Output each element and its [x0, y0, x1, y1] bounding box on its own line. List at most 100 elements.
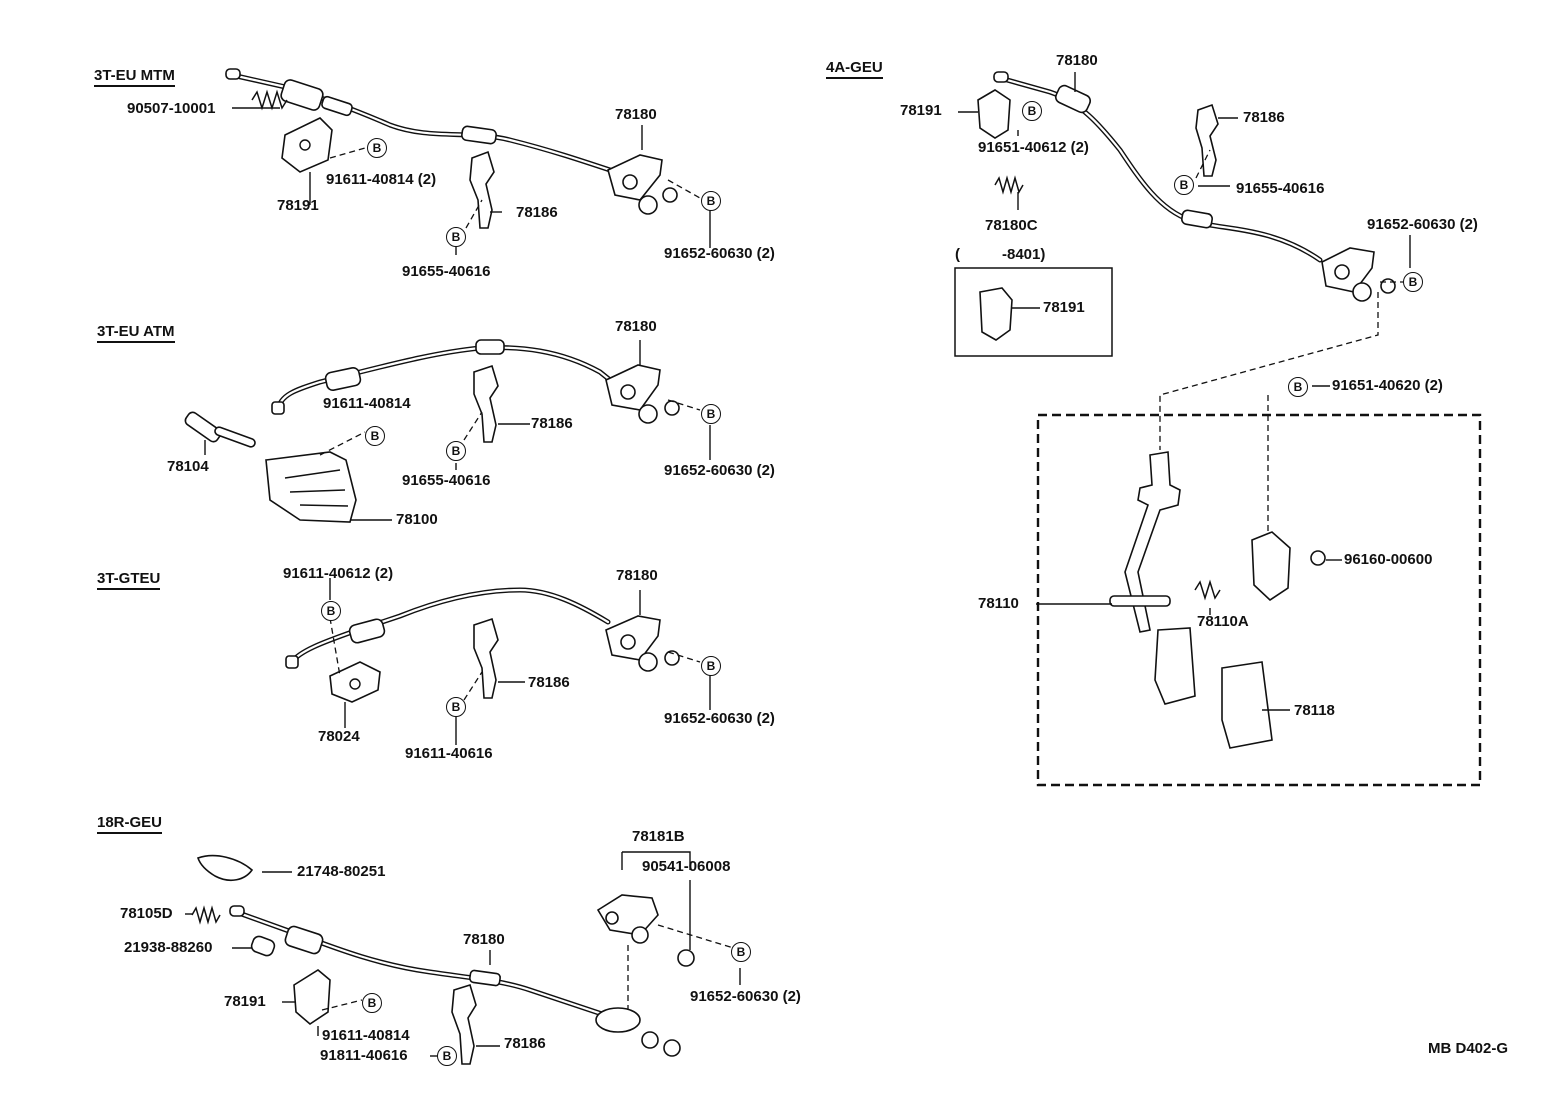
part-label: 78105D	[120, 905, 173, 922]
bracket-78024	[329, 661, 381, 703]
throttle-link-gteu	[605, 615, 680, 672]
bolt-badge: B	[731, 942, 751, 962]
bushing-21938-88260	[250, 935, 276, 957]
part-label: 91611-40616	[405, 745, 493, 762]
part-label: (	[955, 246, 960, 263]
part-label: 78191	[900, 102, 942, 119]
spring-78105d	[191, 905, 221, 925]
part-label: 91611-40814	[322, 1027, 410, 1044]
stopper-96160	[1251, 531, 1291, 602]
bolt-badge: B	[1022, 101, 1042, 121]
part-label: 78186	[528, 674, 570, 691]
bracket-78191-mtm	[281, 117, 333, 173]
throttle-link-atm	[605, 364, 680, 424]
part-label: 78186	[516, 204, 558, 221]
part-label: 78191	[224, 993, 266, 1010]
bolt-badge: B	[446, 697, 466, 717]
spring-90507-10001	[251, 89, 288, 111]
assembly-18r-geu	[185, 851, 741, 1065]
section-title-3t-eu-atm: 3T-EU ATM	[97, 324, 175, 343]
assembly-4a-geu	[954, 71, 1482, 787]
part-label: -8401)	[1002, 246, 1046, 263]
bolt-badge: B	[701, 656, 721, 676]
section-title-3t-gteu: 3T-GTEU	[97, 571, 161, 590]
bolt-badge: B	[362, 993, 382, 1013]
part-label: 90541-06008	[642, 858, 731, 875]
part-label: 91655-40616	[1236, 180, 1325, 197]
part-label: 78186	[1243, 109, 1285, 126]
inset-box-8401	[954, 267, 1113, 357]
bolt-badge: B	[446, 227, 466, 247]
bracket-78191-18r	[293, 969, 331, 1026]
bolt-badge: B	[446, 441, 466, 461]
throttle-link-mtm	[607, 154, 678, 215]
part-label: 91652-60630 (2)	[664, 462, 775, 479]
part-label: 78180	[615, 318, 657, 335]
part-label: 78100	[396, 511, 438, 528]
bolt-badge: B	[701, 404, 721, 424]
lever-78186-atm	[473, 364, 499, 443]
bolt-badge: B	[437, 1046, 457, 1066]
part-label: 78191	[277, 197, 319, 214]
part-label: 90507-10001	[127, 100, 216, 117]
part-label: 91611-40612 (2)	[283, 565, 394, 582]
part-label: 78180C	[985, 217, 1038, 234]
part-label: 78104	[167, 458, 209, 475]
lever-78186-gteu	[473, 617, 499, 699]
part-label: 91652-60630 (2)	[664, 245, 775, 262]
assembly-3t-gteu	[285, 578, 711, 745]
part-label: 91811-40616	[320, 1047, 408, 1064]
part-label: 91652-60630 (2)	[664, 710, 775, 727]
part-label: 78180	[463, 931, 505, 948]
section-title-4a-geu: 4A-GEU	[826, 60, 883, 79]
section-title-18r-geu: 18R-GEU	[97, 815, 163, 834]
clip-21748-80251	[196, 854, 254, 882]
throttle-link-4a	[1321, 247, 1396, 302]
part-label: 91611-40814 (2)	[326, 171, 437, 188]
assembly-3t-eu-atm	[184, 339, 711, 523]
part-label: 91652-60630 (2)	[1367, 216, 1478, 233]
part-label: 78110A	[1197, 613, 1249, 630]
lever-78186-18r	[451, 983, 477, 1065]
bracket-78191-4a	[977, 89, 1011, 139]
part-label: 78110	[978, 595, 1019, 612]
part-label: 21748-80251	[297, 863, 386, 880]
part-label: 91651-40620 (2)	[1332, 377, 1443, 394]
bracket-78100	[265, 451, 357, 523]
bolt-badge: B	[1288, 377, 1308, 397]
part-label: 96160-00600	[1344, 551, 1433, 568]
part-label: 91652-60630 (2)	[690, 988, 801, 1005]
bracket-78191-inset	[979, 287, 1013, 341]
part-label: 91655-40616	[402, 263, 491, 280]
part-label: 91611-40814	[323, 395, 411, 412]
pedal-pad-78118	[1221, 661, 1273, 749]
lever-end-18r	[595, 1007, 681, 1057]
bolt-badge: B	[365, 426, 385, 446]
lever-78186-mtm	[469, 150, 495, 229]
part-label: 91651-40612 (2)	[978, 139, 1089, 156]
part-label: 78186	[531, 415, 573, 432]
bolt-badge: B	[1403, 272, 1423, 292]
part-label: 78186	[504, 1035, 546, 1052]
lever-78186-4a	[1195, 103, 1219, 177]
part-label: 21938-88260	[124, 939, 213, 956]
part-label: 78181B	[632, 828, 685, 845]
assembly-3t-eu-mtm	[225, 68, 711, 255]
drawing-code: MB D402-G	[1428, 1040, 1509, 1057]
bolt-badge: B	[321, 601, 341, 621]
part-label: 91655-40616	[402, 472, 491, 489]
part-label: 78180	[616, 567, 658, 584]
bolt-badge: B	[367, 138, 387, 158]
part-label: 78180	[615, 106, 657, 123]
pedal-arm-78110	[1109, 451, 1196, 705]
part-label: 78118	[1294, 702, 1335, 719]
part-label: 78191	[1043, 299, 1085, 316]
pedal-box	[1036, 413, 1482, 787]
link-78181b	[596, 894, 695, 967]
bolt-badge: B	[701, 191, 721, 211]
part-label: 78024	[318, 728, 360, 745]
e-clip-96160-00600	[1310, 550, 1326, 566]
part-label: 78180	[1056, 52, 1098, 69]
spring-78180c	[994, 175, 1024, 195]
